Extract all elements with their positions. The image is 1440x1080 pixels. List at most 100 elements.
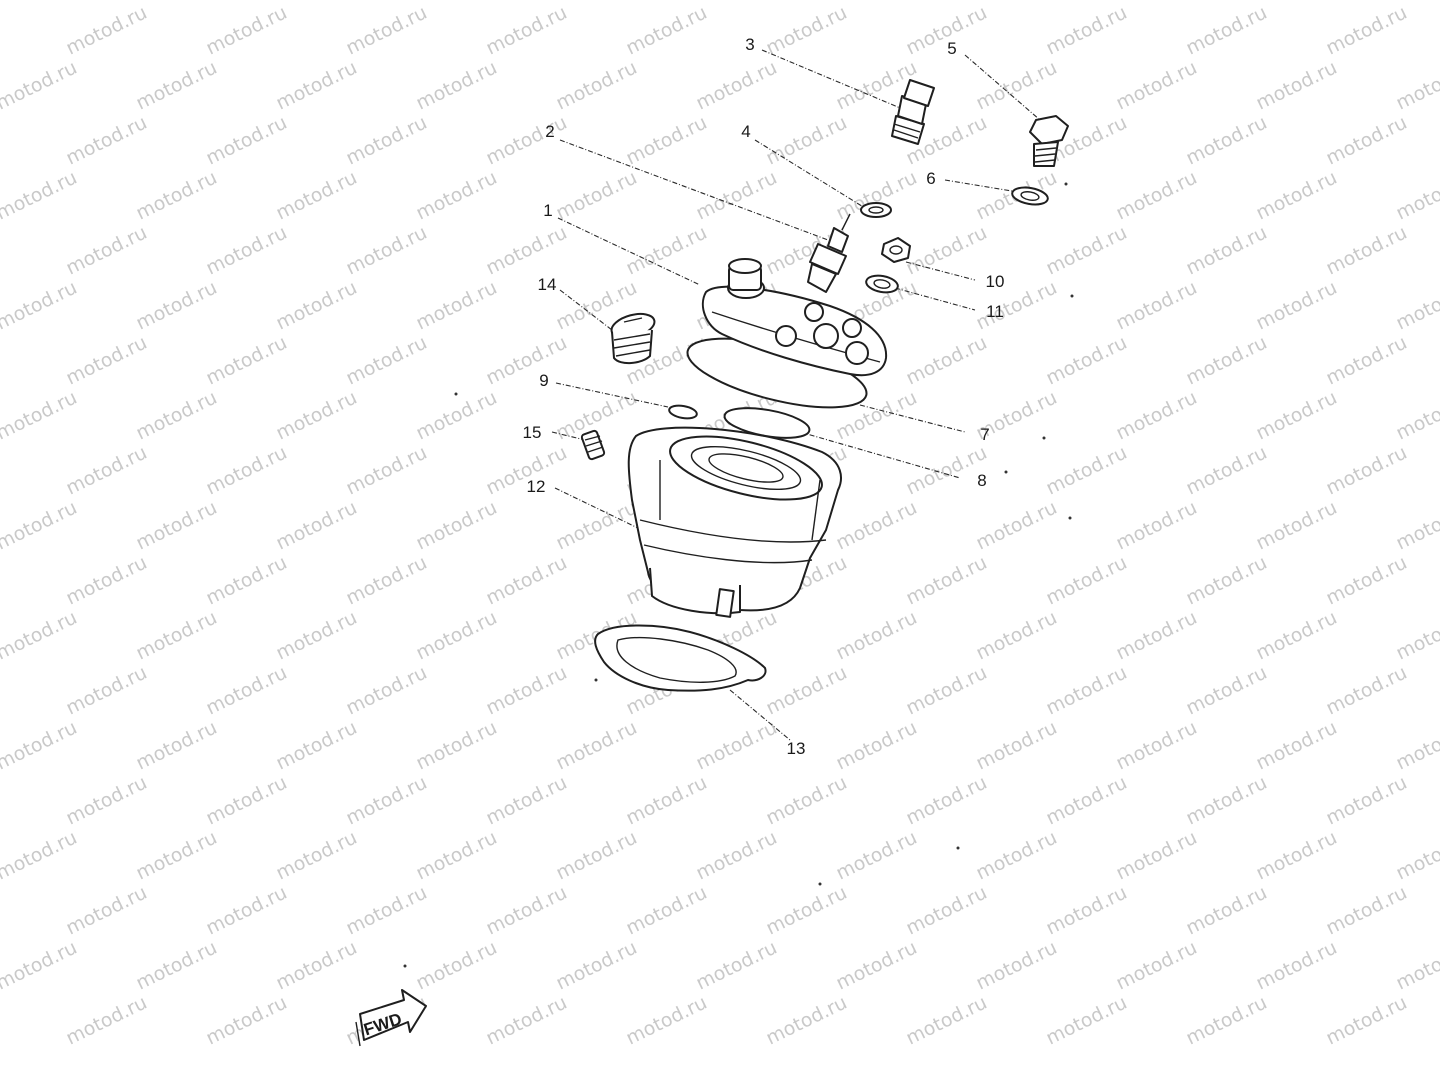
watermark-text: motod.ru xyxy=(63,882,151,940)
watermark-text: motod.ru xyxy=(343,552,431,610)
watermark-text: motod.ru xyxy=(903,662,991,720)
spark-plug xyxy=(807,213,851,293)
watermark-text: motod.ru xyxy=(1253,57,1341,115)
watermark-text: motod.ru xyxy=(1253,497,1341,555)
leader-11 xyxy=(894,287,976,311)
watermark-text: motod.ru xyxy=(1253,277,1341,335)
watermark-text: motod.ru xyxy=(343,772,431,830)
watermark-text: motod.ru xyxy=(763,112,851,170)
watermark-text: motod.ru xyxy=(1323,2,1411,60)
washer-large xyxy=(1011,186,1049,206)
watermark-text: motod.ru xyxy=(1043,992,1131,1050)
watermark-text: motod.ru xyxy=(623,2,711,60)
watermark-text: motod.ru xyxy=(483,772,571,830)
watermark-text: motod.ru xyxy=(1323,662,1411,720)
watermark-text: motod.ru xyxy=(273,277,361,335)
cylinder xyxy=(627,426,842,618)
watermark-text: motod.ru xyxy=(413,0,501,4)
watermark-text: motod.ru xyxy=(833,607,921,665)
watermark-text: motod.ru xyxy=(1393,167,1440,225)
callout-6: 6 xyxy=(926,169,935,188)
watermark-text: motod.ru xyxy=(483,2,571,60)
watermark-text: motod.ru xyxy=(0,607,81,665)
watermark-text: motod.ru xyxy=(1043,662,1131,720)
watermark-text: motod.ru xyxy=(1043,552,1131,610)
watermark-text: motod.ru xyxy=(483,992,571,1050)
watermark-text: motod.ru xyxy=(63,772,151,830)
washer-small xyxy=(860,202,892,218)
watermark-text: motod.ru xyxy=(0,937,81,995)
watermark-text: motod.ru xyxy=(1113,0,1201,4)
watermark-text: motod.ru xyxy=(1323,772,1411,830)
watermark-text: motod.ru xyxy=(483,662,571,720)
leader-13 xyxy=(729,689,791,741)
watermark-text: motod.ru xyxy=(1113,607,1201,665)
watermark-text: motod.ru xyxy=(1393,387,1440,445)
leader-10 xyxy=(905,261,976,281)
watermark-text: motod.ru xyxy=(973,937,1061,995)
watermark-text: motod.ru xyxy=(623,882,711,940)
watermark-text: motod.ru xyxy=(1183,442,1271,500)
watermark-text: motod.ru xyxy=(413,827,501,885)
fitting xyxy=(891,79,935,145)
watermark-text: motod.ru xyxy=(1043,772,1131,830)
watermark-text: motod.ru xyxy=(483,882,571,940)
watermark-text: motod.ru xyxy=(553,167,641,225)
watermark-text: motod.ru xyxy=(413,57,501,115)
watermark-text: motod.ru xyxy=(1253,717,1341,775)
callout-8: 8 xyxy=(977,471,986,490)
watermark-text: motod.ru xyxy=(1323,442,1411,500)
scan-specks xyxy=(403,182,1074,968)
watermark-text: motod.ru xyxy=(553,717,641,775)
watermark-text: motod.ru xyxy=(903,552,991,610)
watermark-text: motod.ru xyxy=(0,717,81,775)
watermark-text: motod.ru xyxy=(973,717,1061,775)
watermark-text: motod.ru xyxy=(1183,552,1271,610)
base-gasket xyxy=(594,624,767,692)
watermark-text: motod.ru xyxy=(133,57,221,115)
watermark-text: motod.ru xyxy=(1253,167,1341,225)
watermark-text: motod.ru xyxy=(63,2,151,60)
watermark-text: motod.ru xyxy=(1323,552,1411,610)
watermark-text: motod.ru xyxy=(623,222,711,280)
callout-10: 10 xyxy=(986,272,1005,291)
watermark-text: motod.ru xyxy=(1113,277,1201,335)
watermark-text: motod.ru xyxy=(1183,2,1271,60)
watermark-text: motod.ru xyxy=(903,992,991,1050)
callout-3: 3 xyxy=(745,35,754,54)
watermark-text: motod.ru xyxy=(623,112,711,170)
callout-13: 13 xyxy=(787,739,806,758)
watermark-text: motod.ru xyxy=(1393,717,1440,775)
watermark-text: motod.ru xyxy=(623,992,711,1050)
callout-12: 12 xyxy=(527,477,546,496)
watermark-text: motod.ru xyxy=(1323,332,1411,390)
leader-3 xyxy=(761,49,906,111)
watermark-text: motod.ru xyxy=(693,937,781,995)
watermark-text: motod.ru xyxy=(1113,717,1201,775)
watermark-text: motod.ru xyxy=(343,2,431,60)
small-bolt xyxy=(580,429,606,461)
watermark-text: motod.ru xyxy=(1323,112,1411,170)
watermark-text: motod.ru xyxy=(273,607,361,665)
watermark-text: motod.ru xyxy=(903,332,991,390)
watermark-text: motod.ru xyxy=(903,222,991,280)
watermark-text: motod.ru xyxy=(553,57,641,115)
watermark-text: motod.ru xyxy=(203,882,291,940)
watermark-text: motod.ru xyxy=(973,827,1061,885)
watermark-text: motod.ru xyxy=(1043,882,1131,940)
watermark-text: motod.ru xyxy=(273,827,361,885)
watermark-text: motod.ru xyxy=(973,0,1061,4)
watermark-text: motod.ru xyxy=(553,497,641,555)
watermark-text: motod.ru xyxy=(63,552,151,610)
callout-5: 5 xyxy=(947,39,956,58)
watermark-text: motod.ru xyxy=(63,442,151,500)
watermark-text: motod.ru xyxy=(133,277,221,335)
watermark-text: motod.ru xyxy=(413,167,501,225)
small-o-ring xyxy=(668,404,698,420)
watermark-text: motod.ru xyxy=(203,992,291,1050)
callout-labels: 1 2 3 4 5 6 7 8 9 10 11 12 13 14 15 xyxy=(523,35,1005,758)
watermark-text: motod.ru xyxy=(0,497,81,555)
watermark-text: motod.ru xyxy=(763,2,851,60)
watermark-text: motod.ru xyxy=(693,0,781,4)
leader-1 xyxy=(557,217,701,286)
